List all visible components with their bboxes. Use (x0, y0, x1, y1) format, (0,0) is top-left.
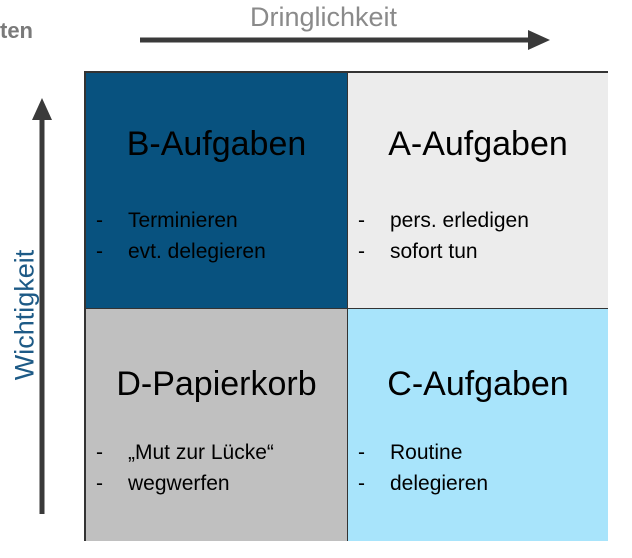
quadrant-d: D-Papierkorb -„Mut zur Lücke“ -wegwerfen (86, 309, 348, 541)
quadrant-d-title: D-Papierkorb (116, 365, 317, 403)
quadrant-a-list: -pers. erledigen -sofort tun (358, 205, 529, 267)
up-arrow-icon (32, 98, 52, 514)
quadrant-c-list: -Routine -delegieren (358, 437, 488, 499)
list-item: -sofort tun (358, 240, 478, 263)
quadrant-c: C-Aufgaben -Routine -delegieren (348, 309, 608, 541)
list-item: -Routine (358, 441, 463, 464)
list-item: -evt. delegieren (96, 240, 266, 263)
right-arrow-icon (140, 30, 550, 50)
quadrant-d-list: -„Mut zur Lücke“ -wegwerfen (96, 437, 274, 499)
quadrant-a: A-Aufgaben -pers. erledigen -sofort tun (348, 73, 608, 309)
quadrant-b-title: B-Aufgaben (126, 125, 307, 163)
quadrant-a-title: A-Aufgaben (388, 125, 568, 163)
quadrant-b: B-Aufgaben -Terminieren -evt. delegieren (86, 73, 348, 309)
x-axis-label: Dringlichkeit (250, 2, 398, 32)
list-item: -pers. erledigen (358, 209, 529, 232)
cropped-heading-fragment: ten (0, 18, 33, 43)
y-axis-label: Wichtigkeit (9, 249, 40, 381)
quadrant-b-list: -Terminieren -evt. delegieren (96, 205, 266, 267)
list-item: -delegieren (358, 472, 489, 495)
list-item: -„Mut zur Lücke“ (96, 441, 274, 464)
list-item: -Terminieren (96, 209, 238, 232)
quadrant-c-title: C-Aufgaben (387, 365, 569, 403)
eisenhower-matrix: B-Aufgaben -Terminieren -evt. delegieren… (84, 71, 608, 541)
list-item: -wegwerfen (96, 472, 230, 495)
